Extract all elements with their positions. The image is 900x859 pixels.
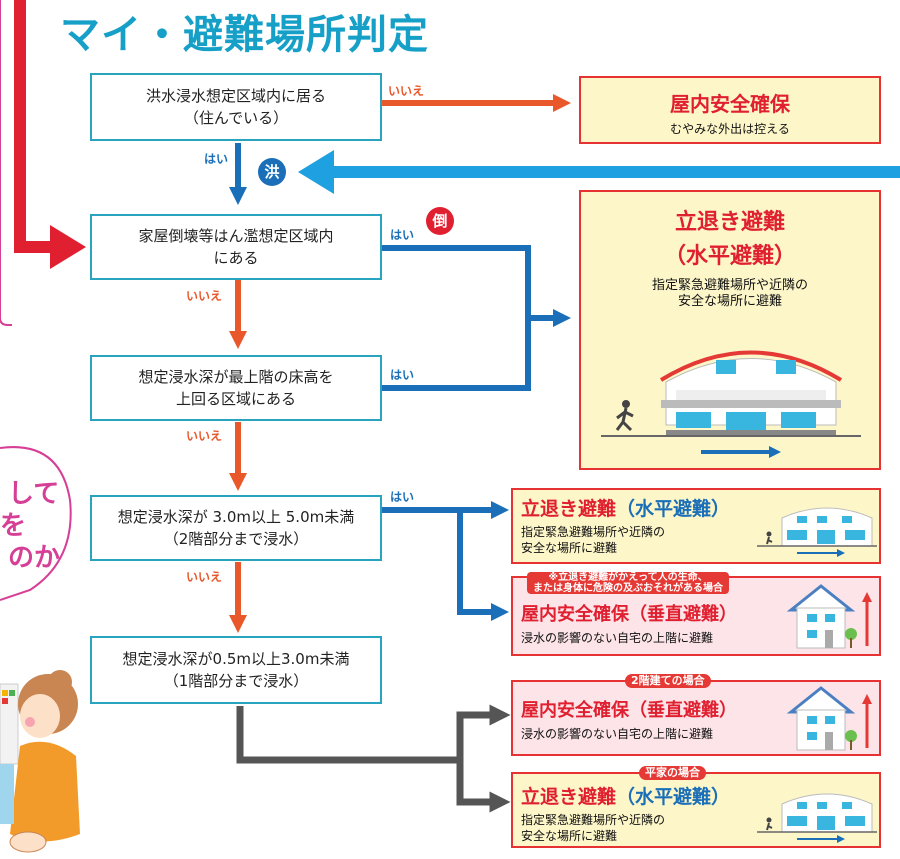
result-title-sub: （水平避難）	[616, 786, 731, 808]
result-title-sub: （水平避難）	[616, 498, 731, 520]
question-box-3: 想定浸水深が最上階の床高を 上回る区域にある	[90, 355, 382, 421]
result-title: 屋内安全確保（垂直避難）	[521, 604, 737, 625]
result-subtitle: 指定緊急避難場所や近隣の	[651, 278, 808, 293]
condition-note: ※立退き避難がかえって人の生命、 または身体に危険の及ぶおそれがある場合	[527, 572, 729, 594]
condition-tag: 2階建ての場合	[625, 674, 711, 688]
left-red-arrow-head	[50, 225, 86, 269]
page-title: マイ・避難場所判定	[60, 12, 429, 58]
label-q3-no: いいえ	[186, 429, 223, 443]
question-text: 想定浸水深が最上階の床高を	[138, 368, 334, 386]
result-subtitle: 浸水の影響のない自宅の上階に避難	[521, 727, 714, 741]
result-title: 立退き避難	[674, 210, 785, 235]
result-evacuation-horizontal: 立退き避難 （水平避難） 指定緊急避難場所や近隣の 安全な場所に避難	[579, 190, 881, 470]
girl-illustration	[0, 670, 80, 853]
result-subtitle: 指定緊急避難場所や近隣の	[521, 813, 666, 827]
bubble-text: して を のか	[0, 479, 61, 573]
collapse-badge-icon: 倒	[426, 207, 454, 235]
label-q2-no: いいえ	[186, 289, 223, 303]
result-vertical-evacuation-low: 2階建ての場合 屋内安全確保（垂直避難） 浸水の影響のない自宅の上階に避難	[511, 674, 881, 756]
question-text: （住んでいる）	[183, 109, 289, 127]
question-text: （1階部分まで浸水）	[163, 672, 309, 690]
house-upstairs-icon	[786, 584, 872, 649]
result-title-sub: （水平避難）	[663, 244, 796, 269]
result-subtitle: 安全な場所に避難	[521, 829, 618, 843]
left-red-arrow-line	[14, 0, 55, 253]
result-title: 立退き避難	[521, 786, 617, 808]
arrow-q2-q3-yes	[382, 245, 562, 391]
arrow-q5-evac	[456, 760, 511, 813]
result-subtitle: むやみな外出は控える	[670, 122, 790, 136]
result-subtitle: 指定緊急避難場所や近隣の	[521, 525, 666, 539]
question-text: 想定浸水深が0.5m以上3.0m未満	[122, 650, 350, 668]
label-q4-yes: はい	[390, 490, 415, 504]
question-box-4: 想定浸水深が 3.0m以上 5.0m未満 （2階部分まで浸水）	[90, 495, 382, 561]
result-vertical-evacuation-mid: ※立退き避難がかえって人の生命、 または身体に危険の及ぶおそれがある場合 屋内安…	[511, 572, 881, 656]
result-evacuation-horizontal-mid: 立退き避難（水平避難） 指定緊急避難場所や近隣の 安全な場所に避難	[511, 488, 881, 564]
question-box-2: 家屋倒壊等はん濫想定区域内 にある	[90, 214, 382, 280]
result-subtitle: 安全な場所に避難	[521, 541, 618, 555]
question-text: 想定浸水深が 3.0m以上 5.0m未満	[117, 508, 355, 526]
house-upstairs-icon	[786, 686, 872, 751]
flood-badge-icon: 洪	[258, 158, 286, 186]
evacuation-building-icon	[757, 507, 877, 557]
evacuation-building-illustration	[601, 350, 861, 458]
arrow-q5-vertical	[236, 704, 511, 764]
label-q2-yes: はい	[390, 228, 415, 242]
result-evacuation-horizontal-low: 平家の場合 立退き避難（水平避難） 指定緊急避難場所や近隣の 安全な場所に避難	[511, 766, 881, 848]
result-subtitle: 安全な場所に避難	[677, 294, 782, 309]
result-title: 屋内安全確保（垂直避難）	[521, 700, 737, 721]
result-indoor-safety: 屋内安全確保 むやみな外出は控える	[579, 76, 881, 144]
question-box-1: 洪水浸水想定区域内に居る （住んでいる）	[90, 73, 382, 141]
speech-bubble	[0, 446, 72, 601]
question-text: 洪水浸水想定区域内に居る	[145, 87, 326, 105]
question-text: 家屋倒壊等はん濫想定区域内	[138, 227, 334, 245]
label-q1-no: いいえ	[388, 84, 425, 98]
result-title: 屋内安全確保	[670, 92, 790, 116]
question-text: にある	[213, 249, 259, 267]
question-text: （2階部分まで浸水）	[163, 530, 309, 548]
arrow-q4-yes-vertical	[457, 510, 509, 621]
label-q4-no: いいえ	[186, 570, 223, 584]
label-q3-yes: はい	[390, 368, 415, 382]
result-title: 立退き避難	[521, 498, 617, 520]
evacuation-building-icon	[757, 793, 877, 843]
question-box-5: 想定浸水深が0.5m以上3.0m未満 （1階部分まで浸水）	[90, 636, 382, 704]
label-q1-yes: はい	[204, 152, 229, 166]
question-text: 上回る区域にある	[175, 390, 296, 408]
condition-tag: 平家の場合	[639, 766, 706, 780]
result-subtitle: 浸水の影響のない自宅の上階に避難	[521, 631, 714, 645]
